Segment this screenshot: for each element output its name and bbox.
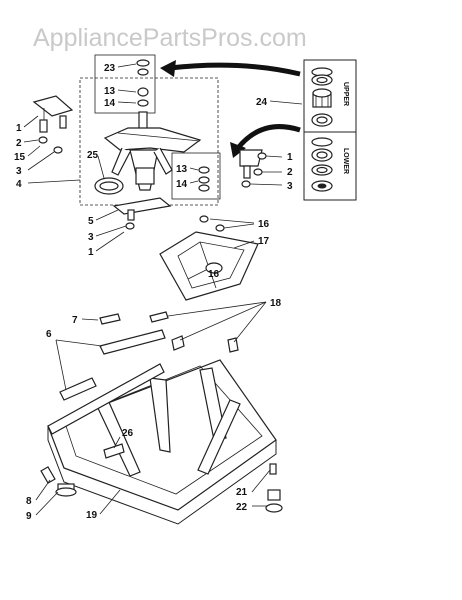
callout-14-right: 14: [176, 179, 188, 190]
base-frame: [47, 359, 277, 525]
callout-23: 23: [104, 63, 116, 74]
brace-bars: [59, 311, 169, 401]
callout-6: 6: [46, 329, 52, 340]
lower-label: LOWER: [342, 148, 349, 174]
right-foot: [265, 463, 283, 513]
callout-3: 3: [16, 166, 22, 177]
kit-arrows: [160, 60, 301, 158]
callout-4: 4: [16, 179, 22, 190]
bearing-kit-box: UPPER LOWER: [303, 59, 357, 201]
part-26-clip: [103, 443, 125, 459]
callout-14: 14: [104, 98, 116, 109]
left-bracket-parts: [32, 95, 74, 154]
bracket-5: [112, 197, 172, 230]
callout-7: 7: [72, 315, 78, 326]
callout-1-right: 1: [287, 152, 293, 163]
pump-bracket-frame: [159, 215, 259, 301]
drive-assembly-box: [79, 54, 221, 206]
left-foot: [40, 466, 77, 497]
callout-18: 18: [270, 298, 282, 309]
upper-label: UPPER: [342, 82, 349, 106]
callout-2: 2: [16, 138, 22, 149]
callout-25: 25: [87, 150, 99, 161]
bearing-stack-right: [198, 166, 210, 192]
leader-lines: [23, 63, 303, 516]
callout-13-right: 13: [176, 164, 188, 175]
callout-3-right: 3: [287, 181, 293, 192]
callout-16: 16: [258, 219, 270, 230]
callout-19: 19: [86, 510, 98, 521]
callout-1-lower: 1: [88, 247, 94, 258]
callout-1: 1: [16, 123, 22, 134]
callout-26: 26: [122, 428, 134, 439]
callout-16-frame: 16: [208, 269, 220, 280]
bearing-stack-top: [136, 59, 150, 107]
callout-24: 24: [256, 97, 268, 108]
watermark: AppliancePartsPros.com: [33, 24, 307, 52]
callout-15: 15: [14, 152, 26, 163]
callout-labels: 23 13 14 24 1 2 15 3 4 25 13 14 1 2 3 5 …: [14, 63, 293, 522]
callout-2-right: 2: [287, 167, 293, 178]
callout-9: 9: [26, 511, 32, 522]
callout-17: 17: [258, 236, 270, 247]
callout-13: 13: [104, 86, 116, 97]
right-bracket-parts: [239, 149, 267, 188]
clips-18: [171, 335, 239, 353]
callout-8: 8: [26, 496, 32, 507]
transmission-assembly: [103, 111, 202, 191]
callout-22: 22: [236, 502, 248, 513]
callout-5: 5: [88, 216, 94, 227]
callout-3-lower: 3: [88, 232, 94, 243]
callout-21: 21: [236, 487, 248, 498]
